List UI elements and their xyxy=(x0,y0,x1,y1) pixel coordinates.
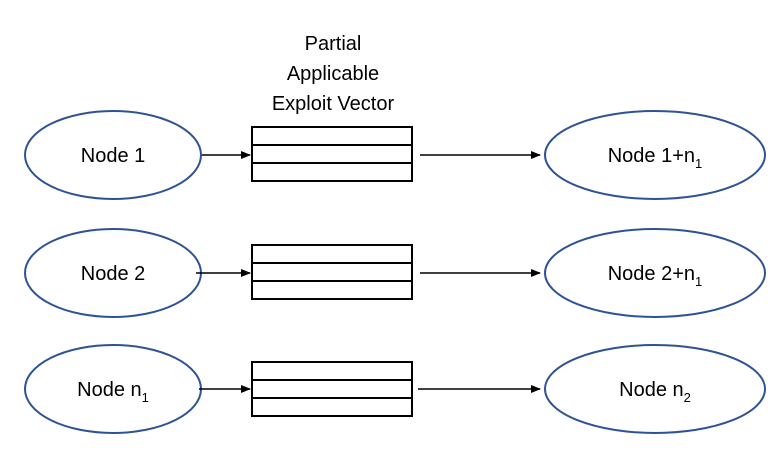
diagram-row: Node 1 Node 1+n1 xyxy=(24,110,766,200)
source-node-base: Node 2 xyxy=(81,263,146,285)
target-node-label: Node 2+n1 xyxy=(608,263,703,289)
target-node-base: Node 2+n xyxy=(608,263,695,285)
ellipse-shape xyxy=(24,110,202,200)
diagram-row: Node 2 Node 2+n1 xyxy=(24,228,766,318)
ellipse-shape xyxy=(544,110,766,200)
target-node-ellipse[interactable]: Node 2+n1 xyxy=(544,228,766,318)
target-node-subscript: 1 xyxy=(695,274,702,289)
source-node-label: Node n1 xyxy=(77,379,149,405)
target-node-base: Node 1+n xyxy=(608,145,695,167)
vector-title-line-1: Partial xyxy=(305,33,362,55)
ellipse-shape xyxy=(544,344,766,434)
exploit-vector-box[interactable] xyxy=(251,361,413,417)
target-node-subscript: 2 xyxy=(684,390,691,405)
source-node-base: Node n xyxy=(77,379,142,401)
vector-box-outline xyxy=(251,126,413,182)
diagram-row: Node n1 Node n2 xyxy=(24,344,766,434)
vector-title-line-2: Applicable xyxy=(287,63,379,85)
target-node-label: Node n2 xyxy=(619,379,691,405)
target-node-subscript: 1 xyxy=(695,156,702,171)
source-node-subscript: 1 xyxy=(142,390,149,405)
vector-title-line-3: Exploit Vector xyxy=(272,93,395,115)
source-node-ellipse[interactable]: Node 1 xyxy=(24,110,202,200)
source-node-base: Node 1 xyxy=(81,145,146,167)
target-node-ellipse[interactable]: Node n2 xyxy=(544,344,766,434)
exploit-vector-box[interactable] xyxy=(251,126,413,182)
vector-box-outline xyxy=(251,244,413,300)
source-node-label: Node 1 xyxy=(81,145,146,167)
ellipse-shape xyxy=(544,228,766,318)
vector-title: Partial Applicable Exploit Vector xyxy=(272,33,395,115)
target-node-label: Node 1+n1 xyxy=(608,145,703,171)
vector-box-outline xyxy=(251,361,413,417)
source-node-label: Node 2 xyxy=(81,263,146,285)
source-node-ellipse[interactable]: Node 2 xyxy=(24,228,202,318)
target-node-base: Node n xyxy=(619,379,684,401)
target-node-ellipse[interactable]: Node 1+n1 xyxy=(544,110,766,200)
exploit-vector-box[interactable] xyxy=(251,244,413,300)
source-node-ellipse[interactable]: Node n1 xyxy=(24,344,202,434)
